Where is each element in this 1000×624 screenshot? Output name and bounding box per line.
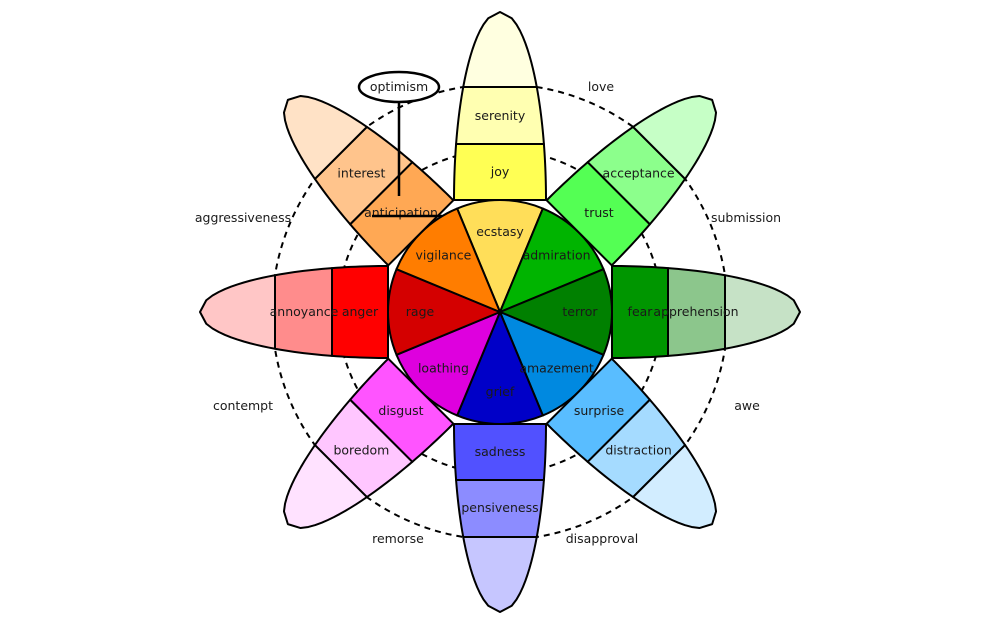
label-rage: rage: [406, 304, 435, 319]
label-apprehension: apprehension: [653, 304, 738, 319]
label-admiration: admiration: [523, 247, 591, 262]
label-anticipation: anticipation: [364, 205, 438, 220]
label-fear: fear: [628, 304, 654, 319]
segment-anger-tip: [199, 274, 276, 350]
label-acceptance: acceptance: [603, 165, 675, 180]
dyad-disapproval: disapproval: [566, 531, 639, 546]
label-loathing: loathing: [418, 361, 469, 376]
label-joy: joy: [490, 164, 510, 179]
optimism-label: optimism: [370, 79, 428, 94]
petal-anticipation: [282, 94, 501, 313]
petal-fear: [499, 265, 801, 359]
label-surprise: surprise: [574, 403, 625, 418]
dyad-awe: awe: [734, 398, 760, 413]
segment-disgust-tip: [282, 444, 368, 530]
label-terror: terror: [562, 304, 598, 319]
dyad-submission: submission: [711, 210, 781, 225]
label-sadness: sadness: [475, 444, 526, 459]
segment-joy-tip: [462, 11, 538, 88]
label-serenity: serenity: [475, 108, 526, 123]
label-distraction: distraction: [605, 443, 671, 458]
petal-disgust: [282, 311, 501, 530]
label-amazement: amazement: [519, 361, 594, 376]
segment-trust-tip: [632, 94, 718, 180]
dyad-love: love: [588, 79, 615, 94]
label-trust: trust: [584, 205, 613, 220]
label-disgust: disgust: [378, 403, 423, 418]
segment-sadness-tip: [462, 536, 538, 613]
label-annoyance: annoyance: [270, 304, 339, 319]
label-pensiveness: pensiveness: [461, 500, 538, 515]
dyad-contempt: contempt: [213, 398, 273, 413]
label-ecstasy: ecstasy: [476, 224, 524, 239]
label-anger: anger: [342, 304, 379, 319]
label-grief: grief: [486, 384, 515, 399]
petal-anger: [199, 265, 501, 359]
petal-joy: [453, 11, 547, 313]
dyad-aggressiveness: aggressiveness: [195, 210, 291, 225]
label-vigilance: vigilance: [415, 247, 471, 262]
label-interest: interest: [337, 165, 385, 180]
segment-anticipation-tip: [282, 94, 368, 180]
petal-trust: [499, 94, 718, 313]
optimism-callout: optimism: [357, 70, 442, 218]
petal-sadness: [453, 311, 547, 613]
label-boredom: boredom: [333, 443, 389, 458]
dyad-remorse: remorse: [372, 531, 424, 546]
petal-surprise: [499, 311, 718, 530]
segment-surprise-tip: [632, 444, 718, 530]
segment-fear-tip: [724, 274, 801, 350]
